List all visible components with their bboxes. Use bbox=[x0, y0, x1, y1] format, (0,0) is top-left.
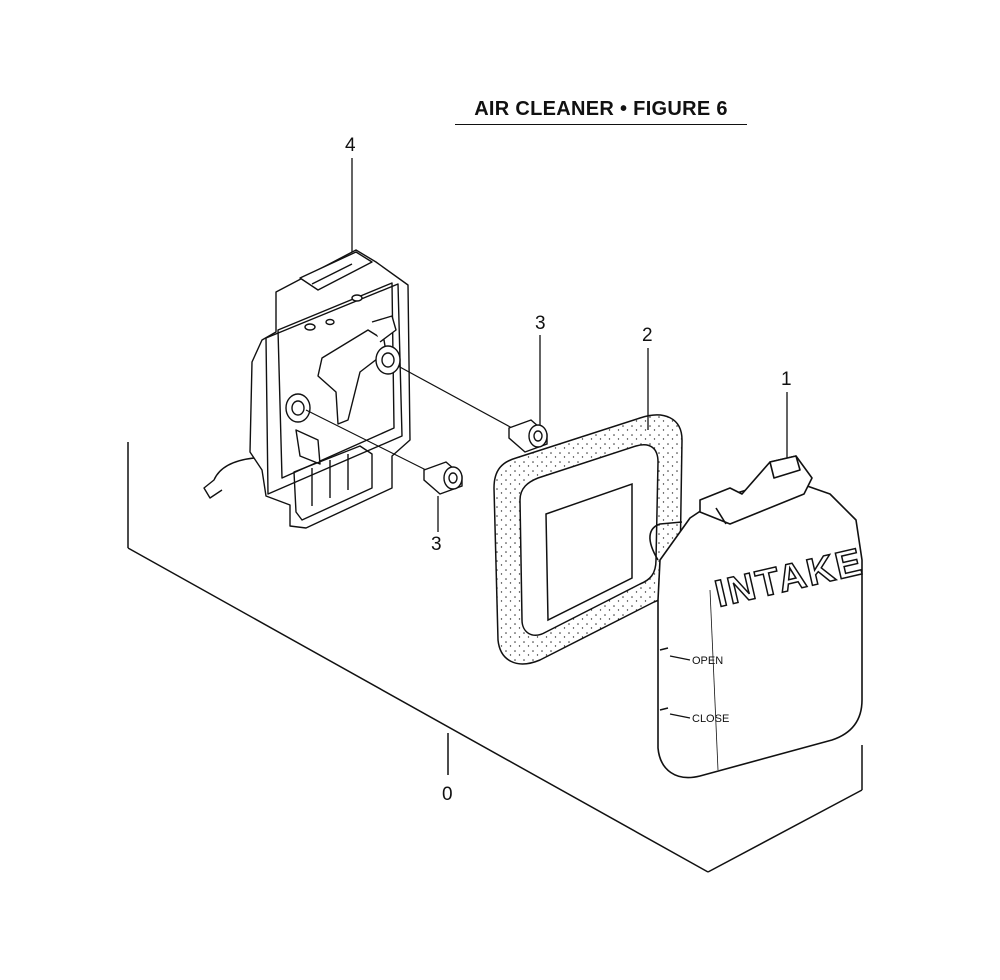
assembly-bracket bbox=[127, 442, 863, 873]
figure-title: AIR CLEANER • FIGURE 6 bbox=[474, 98, 728, 120]
choke-open-label: OPEN bbox=[692, 655, 723, 667]
bolt-lines bbox=[305, 365, 513, 471]
base-plate bbox=[203, 249, 411, 529]
callout-4: 4 bbox=[345, 135, 356, 156]
callout-1: 1 bbox=[781, 369, 792, 390]
spacer-lower bbox=[423, 461, 463, 495]
spacer-upper bbox=[508, 419, 548, 453]
callout-3-lower: 3 bbox=[431, 534, 442, 555]
callout-0: 0 bbox=[442, 784, 453, 805]
choke-close-label: CLOSE bbox=[692, 713, 729, 725]
foam-filter bbox=[493, 414, 683, 665]
title-underline bbox=[455, 124, 747, 125]
intake-cover bbox=[649, 455, 863, 779]
callout-2: 2 bbox=[642, 325, 653, 346]
callout-3-upper: 3 bbox=[535, 313, 546, 334]
